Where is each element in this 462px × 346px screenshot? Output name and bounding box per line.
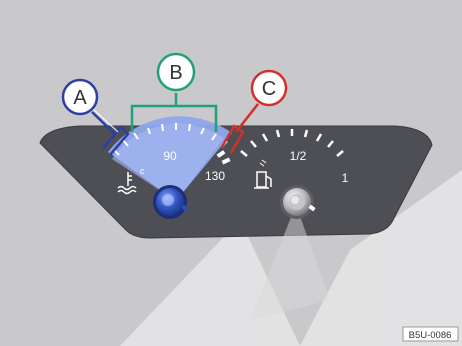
fuel-tick-full: 1 — [342, 171, 349, 185]
callout-a: A — [61, 78, 99, 116]
fuel-pump-icon — [254, 171, 272, 189]
temperature-tick-90: 90 — [163, 149, 177, 163]
fuel-tick-half: 1/2 — [290, 149, 307, 163]
figure-code: B5U-0086 — [409, 330, 452, 341]
callout-b-bracket — [130, 93, 218, 132]
callout-c: C — [250, 69, 288, 107]
callout-c-label: C — [262, 78, 276, 100]
fuel-knob — [280, 185, 316, 219]
callout-a-bracket-outline — [91, 107, 119, 133]
fuel-scale — [240, 129, 344, 157]
temperature-knob — [153, 185, 189, 219]
callout-a-bracket — [91, 111, 130, 156]
coolant-temperature-icon — [117, 172, 137, 195]
callout-b-label: B — [169, 62, 182, 84]
temperature-tick-130: 130 — [205, 169, 225, 183]
temperature-red-zone — [216, 150, 231, 165]
callout-c-bracket — [220, 103, 259, 154]
figure-code-box — [402, 326, 459, 342]
callout-b: B — [156, 52, 196, 92]
callout-a-label: A — [73, 87, 87, 109]
light-beam — [250, 205, 330, 320]
fuel-icon-hatch — [259, 159, 267, 167]
temperature-mark-c: c — [140, 166, 145, 176]
